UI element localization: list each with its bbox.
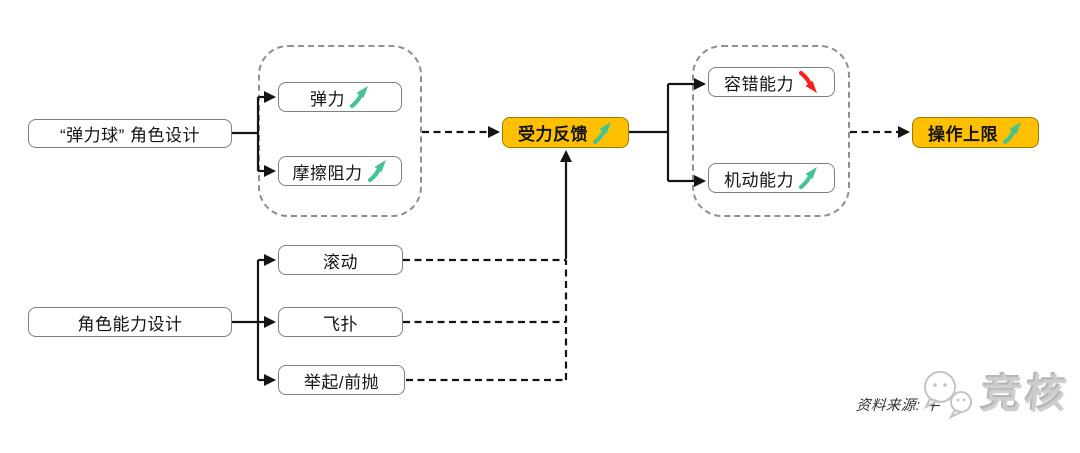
trend-up-icon <box>1001 121 1023 145</box>
edge-forcefeedback-branch <box>629 84 670 181</box>
edge-abilitydesign-branch <box>232 260 260 380</box>
trend-up-icon <box>348 85 370 109</box>
node-label: 弹力 <box>310 89 345 109</box>
node-label: 举起/前抛 <box>303 372 380 392</box>
chat-bubble-icon <box>923 371 972 420</box>
node-role-design: “弹力球” 角色设计 <box>28 119 232 148</box>
node-friction: 摩擦阻力 <box>278 156 402 186</box>
node-fault-tolerance: 容错能力 <box>708 67 835 97</box>
watermark-text: 竞核 <box>979 373 1073 417</box>
node-label: 飞扑 <box>323 314 358 334</box>
node-lift-throw: 举起/前抛 <box>278 365 405 395</box>
trend-up-icon <box>797 166 819 190</box>
node-label: 滚动 <box>323 252 358 272</box>
node-operation-ceiling: 操作上限 <box>912 117 1039 148</box>
trend-up-icon <box>366 159 388 183</box>
node-ability-design: 角色能力设计 <box>28 307 232 337</box>
node-label: 机动能力 <box>724 170 794 190</box>
trend-down-icon <box>797 70 819 94</box>
ability-group <box>692 45 850 217</box>
physics-group <box>258 45 422 217</box>
node-label: 操作上限 <box>928 125 998 144</box>
node-label: 受力反馈 <box>518 125 588 144</box>
node-label: 摩擦阻力 <box>292 163 363 183</box>
node-label: 角色能力设计 <box>77 314 183 334</box>
node-dive: 飞扑 <box>278 307 403 337</box>
node-label: “弹力球” 角色设计 <box>59 126 201 145</box>
node-force-feedback: 受力反馈 <box>502 117 629 148</box>
node-mobility: 机动能力 <box>708 163 835 193</box>
trend-up-icon <box>591 121 613 145</box>
edge-roledesign-branch <box>232 97 260 171</box>
watermark: 竞核 <box>914 366 1073 424</box>
node-roll: 滚动 <box>278 245 403 275</box>
node-label: 容错能力 <box>724 74 794 94</box>
node-elasticity: 弹力 <box>278 82 402 112</box>
